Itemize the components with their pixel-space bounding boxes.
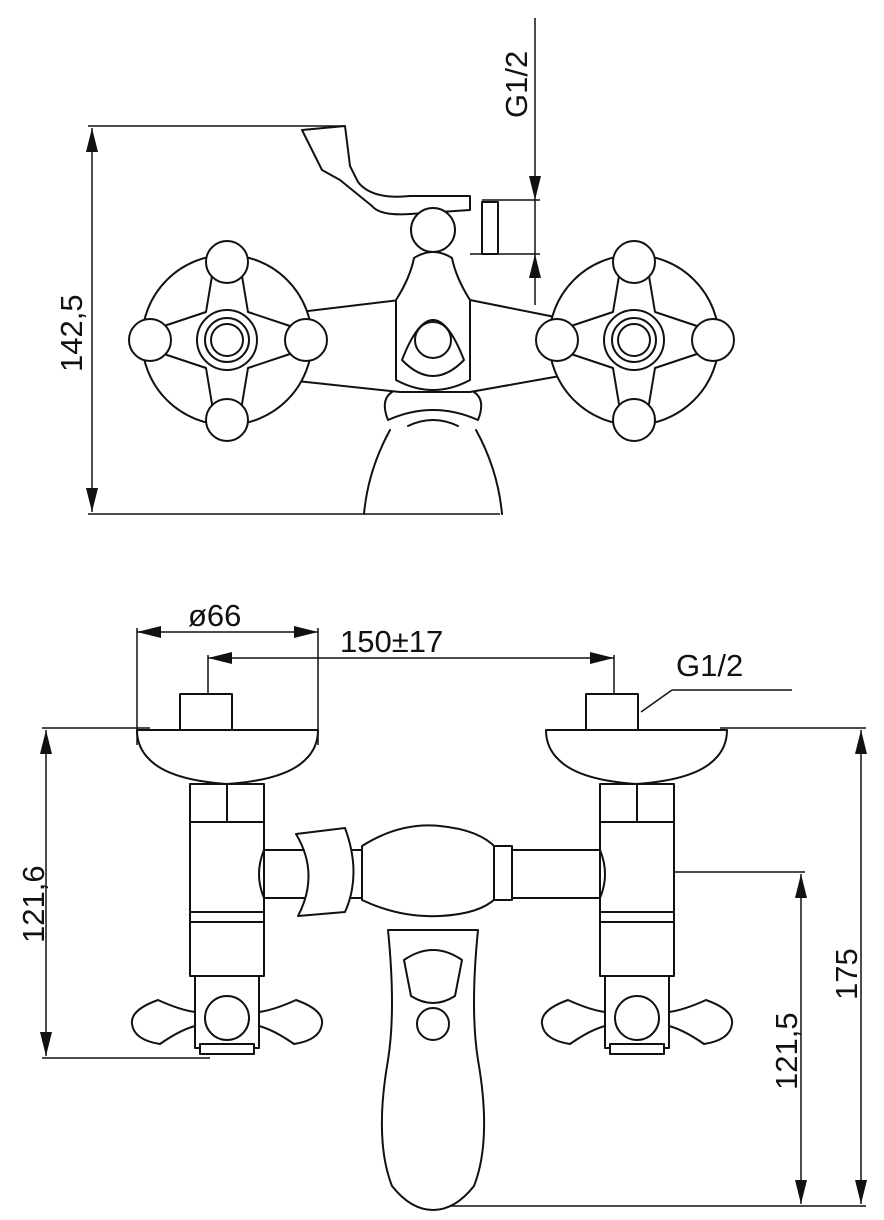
dim-121-6: 121,6 xyxy=(16,727,210,1059)
front-spout xyxy=(380,929,486,1211)
front-shower-holder xyxy=(295,827,355,917)
front-left-inlet xyxy=(179,693,233,731)
front-spout-knob xyxy=(416,1007,450,1041)
front-view: ø66 150±17 G1/2 121,6 xyxy=(16,598,867,1211)
dim-front-inlet: G1/2 xyxy=(640,648,792,713)
total-height-label: 175 xyxy=(829,948,864,1000)
dim-diameter: ø66 xyxy=(136,598,319,745)
front-left-cover xyxy=(136,729,319,785)
top-left-handle xyxy=(128,240,328,442)
dim-centers: 150±17 xyxy=(207,624,615,700)
top-diverter-lever xyxy=(301,125,471,216)
diameter-label: ø66 xyxy=(188,598,241,633)
centers-label: 150±17 xyxy=(340,624,443,659)
front-right-body xyxy=(599,821,675,913)
front-right-handle xyxy=(540,975,734,1055)
dim-175: 175 xyxy=(420,727,867,1207)
top-outlet-tube xyxy=(481,201,499,255)
top-spout-left xyxy=(363,429,391,515)
top-spout-right xyxy=(475,429,503,515)
front-center-body xyxy=(361,824,497,918)
handle-height-label: 121,6 xyxy=(16,865,51,943)
front-left-body xyxy=(189,821,265,913)
front-inlet-label: G1/2 xyxy=(676,648,743,683)
top-diverter-outlet xyxy=(414,321,452,359)
top-right-handle xyxy=(535,240,735,442)
top-view: 142,5 G1/2 xyxy=(54,18,735,515)
top-inlet-label: G1/2 xyxy=(499,51,534,118)
top-spout-collar xyxy=(383,391,483,421)
top-central-knob xyxy=(410,207,456,253)
front-left-handle xyxy=(130,975,324,1055)
top-spout-lip xyxy=(407,419,459,427)
front-shower-outlet xyxy=(493,845,513,901)
dim-142-5: 142,5 xyxy=(54,125,500,515)
spout-height-label: 121,5 xyxy=(769,1012,804,1090)
front-right-cover xyxy=(545,729,728,785)
top-height-label: 142,5 xyxy=(54,294,89,372)
dim-top-inlet: G1/2 xyxy=(470,18,541,305)
front-right-inlet xyxy=(585,693,639,731)
